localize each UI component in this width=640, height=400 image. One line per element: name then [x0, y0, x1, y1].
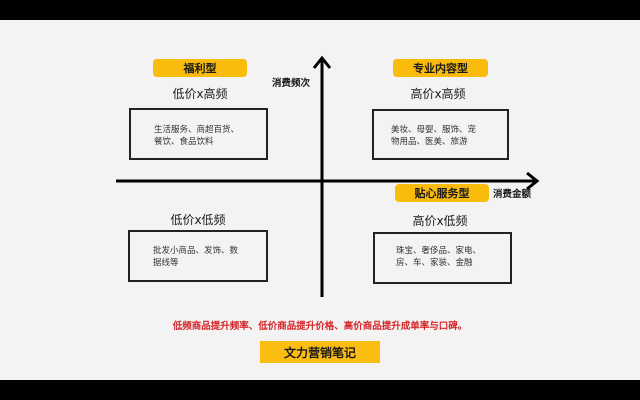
quadrant-text-top-left: 生活服务、商超百货、 餐饮、食品饮料 — [154, 124, 239, 148]
quadrant-text-bottom-left: 批发小商品、发饰、数 据线等 — [153, 245, 238, 269]
x-axis-label: 消费金额 — [493, 189, 532, 200]
quadrant-text-bottom-right: 珠宝、奢侈品、家电、 房、车、家装、金融 — [396, 245, 481, 269]
diagram-slide: 消费频次 消费金额 福利型 低价x高频 生活服务、商超百货、 餐饮、食品饮料 专… — [0, 20, 640, 380]
y-axis-label: 消费频次 — [272, 78, 311, 89]
text-line: 生活服务、商超百货、 — [154, 125, 240, 135]
text-line: 珠宝、奢侈品、家电、 — [396, 246, 482, 256]
y-axis-arrow-icon — [312, 55, 332, 69]
summary-note: 低频商品提升频率、低价商品提升价格、高价商品提升成单率与口碑。 — [172, 321, 468, 332]
quadrant-title-high-price-low-freq: 高价x低频 — [412, 214, 468, 228]
quadrant-title-low-price-low-freq: 低价x低频 — [170, 213, 226, 227]
quadrant-box-bottom-left — [128, 230, 268, 282]
text-line: 物用品、医美、旅游 — [391, 137, 468, 147]
text-line: 据线等 — [153, 258, 179, 268]
quadrant-box-top-right — [372, 109, 509, 160]
quadrant-tag-welfare: 福利型 — [153, 59, 247, 77]
quadrant-box-bottom-right — [373, 232, 512, 284]
brand-label: 文力营销笔记 — [260, 341, 380, 363]
quadrant-title-low-price-high-freq: 低价x高频 — [172, 87, 228, 101]
text-line: 房、车、家装、金融 — [396, 258, 473, 268]
text-line: 美妆、母婴、服饰、宠 — [391, 125, 477, 135]
quadrant-tag-attentive-service: 贴心服务型 — [395, 184, 489, 202]
quadrant-tag-professional-content: 专业内容型 — [393, 59, 488, 77]
text-line: 批发小商品、发饰、数 — [153, 246, 239, 256]
x-axis-arrow-icon — [526, 171, 540, 191]
quadrant-text-top-right: 美妆、母婴、服饰、宠 物用品、医美、旅游 — [391, 124, 476, 148]
text-line: 餐饮、食品饮料 — [154, 137, 214, 147]
quadrant-title-high-price-high-freq: 高价x高频 — [410, 87, 466, 101]
axes — [116, 55, 540, 297]
quadrant-box-top-left — [129, 108, 268, 160]
